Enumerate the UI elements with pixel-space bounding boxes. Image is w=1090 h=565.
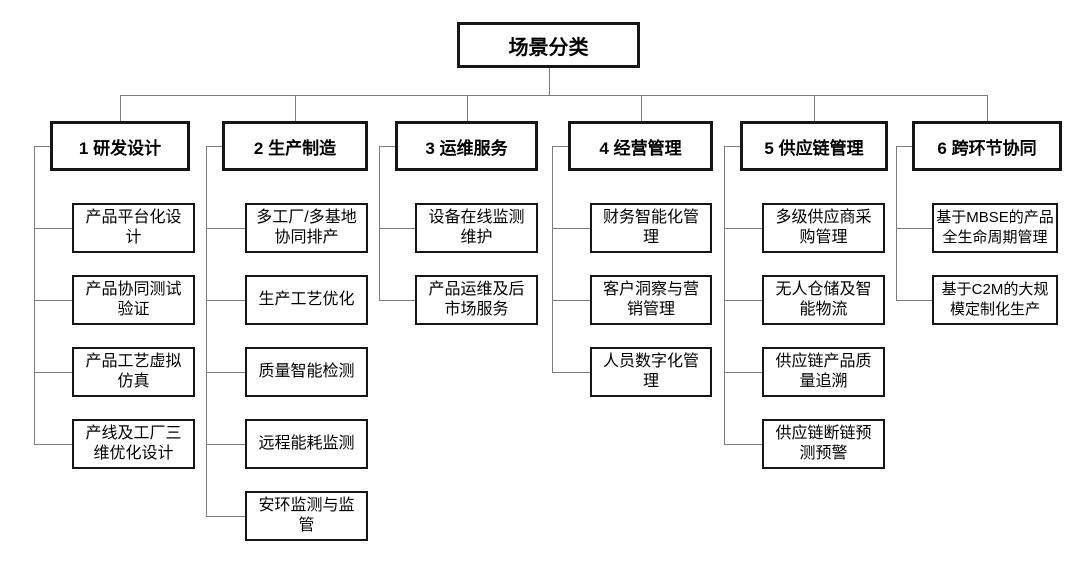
child-node: 远程能耗监测: [245, 419, 368, 469]
child-node: 安环监测与监管: [245, 491, 368, 541]
category-rail-line: [379, 146, 380, 300]
child-stub-line: [206, 444, 245, 445]
category-rail-exit-line: [379, 146, 395, 147]
category-node-5: 5 供应链管理: [740, 121, 888, 171]
child-node: 多级供应商采购管理: [762, 203, 885, 253]
child-stub-line: [379, 228, 415, 229]
category-rail-exit-line: [552, 146, 568, 147]
category-rail-exit-line: [206, 146, 222, 147]
child-stub-line: [896, 300, 932, 301]
child-node: 基于MBSE的产品全生命周期管理: [932, 203, 1058, 253]
child-node: 生产工艺优化: [245, 275, 368, 325]
category-rail-line: [34, 146, 35, 444]
category-stem-line: [120, 95, 121, 121]
category-node-3: 3 运维服务: [395, 121, 538, 171]
child-node: 基于C2M的大规模定制化生产: [932, 275, 1058, 325]
child-stub-line: [724, 372, 762, 373]
category-rail-exit-line: [724, 146, 740, 147]
child-stub-line: [206, 372, 245, 373]
child-node: 质量智能检测: [245, 347, 368, 397]
child-stub-line: [34, 228, 72, 229]
child-node: 供应链产品质量追溯: [762, 347, 885, 397]
child-node: 无人仓储及智能物流: [762, 275, 885, 325]
child-node: 人员数字化管理: [590, 347, 712, 397]
child-stub-line: [896, 228, 932, 229]
child-stub-line: [34, 444, 72, 445]
trunk-line: [120, 95, 988, 96]
root-node: 场景分类: [457, 22, 640, 68]
child-node: 财务智能化管理: [590, 203, 712, 253]
child-node: 多工厂/多基地协同排产: [245, 203, 368, 253]
child-node: 产品平台化设计: [72, 203, 195, 253]
child-stub-line: [552, 228, 590, 229]
child-stub-line: [724, 228, 762, 229]
category-rail-line: [896, 146, 897, 300]
category-rail-exit-line: [34, 146, 50, 147]
child-node: 设备在线监测维护: [415, 203, 538, 253]
child-stub-line: [724, 300, 762, 301]
child-stub-line: [34, 300, 72, 301]
child-stub-line: [552, 300, 590, 301]
category-node-6: 6 跨环节协同: [912, 121, 1062, 171]
category-rail-line: [552, 146, 553, 372]
category-rail-line: [206, 146, 207, 516]
child-stub-line: [206, 228, 245, 229]
child-node: 产品协同测试验证: [72, 275, 195, 325]
child-stub-line: [34, 372, 72, 373]
child-stub-line: [206, 300, 245, 301]
category-stem-line: [814, 95, 815, 121]
child-stub-line: [379, 300, 415, 301]
category-node-4: 4 经营管理: [568, 121, 713, 171]
child-node: 产品运维及后市场服务: [415, 275, 538, 325]
child-node: 产品工艺虚拟仿真: [72, 347, 195, 397]
category-node-1: 1 研发设计: [50, 121, 190, 171]
root-stem-line: [548, 68, 550, 95]
child-node: 客户洞察与营销管理: [590, 275, 712, 325]
category-stem-line: [640, 95, 642, 121]
category-rail-line: [724, 146, 725, 444]
category-stem-line: [987, 95, 988, 121]
category-stem-line: [295, 95, 296, 121]
child-stub-line: [552, 372, 590, 373]
category-stem-line: [466, 95, 468, 121]
child-node: 产线及工厂三维优化设计: [72, 419, 195, 469]
child-node: 供应链断链预测预警: [762, 419, 885, 469]
child-stub-line: [206, 516, 245, 517]
child-stub-line: [724, 444, 762, 445]
category-node-2: 2 生产制造: [222, 121, 368, 171]
category-rail-exit-line: [896, 146, 912, 147]
